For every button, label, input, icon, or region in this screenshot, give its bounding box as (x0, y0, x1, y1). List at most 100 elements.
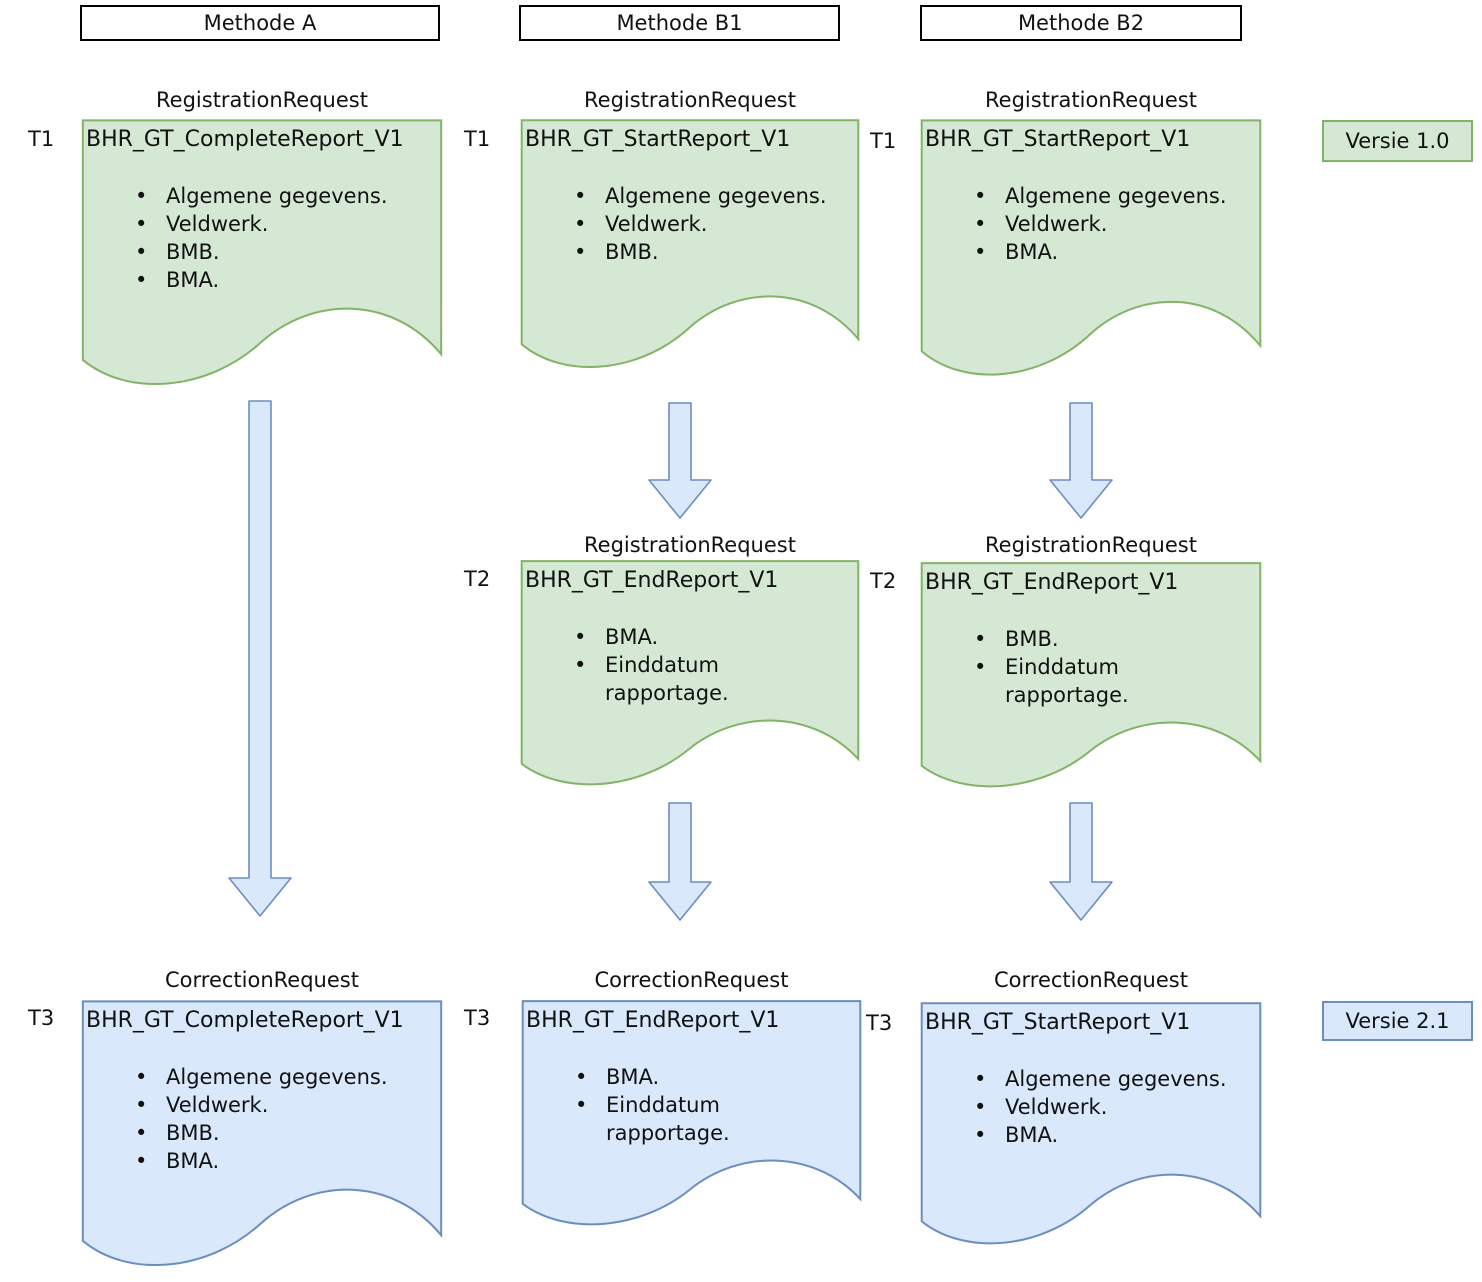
bullet-text: Veldwerk. (1005, 1095, 1108, 1119)
bullet-item: •Einddatum rapportage. (974, 653, 1262, 709)
document-a-t1: BHR_GT_CompleteReport_V1 •Algemene gegev… (81, 119, 443, 399)
request-type-label: CorrectionRequest (594, 968, 789, 992)
bullet-text: Einddatum rapportage. (1005, 655, 1129, 707)
bullet-dot-icon: • (135, 212, 148, 236)
bullet-dot-icon: • (974, 1123, 987, 1147)
bullet-dot-icon: • (574, 653, 587, 677)
flow-arrow-b1-t2-to-t3 (648, 802, 712, 922)
bullet-text: Veldwerk. (166, 1093, 269, 1117)
bullet-text: BMA. (1005, 240, 1059, 264)
bullet-item: •Veldwerk. (974, 210, 1262, 238)
bullet-dot-icon: • (574, 240, 587, 264)
bullet-item: •Algemene gegevens. (974, 1065, 1262, 1093)
document-bullets: •Algemene gegevens.•Veldwerk.•BMA. (920, 182, 1262, 266)
down-arrow-icon (648, 402, 712, 520)
document-bullets: • Algemene gegevens.•Veldwerk.•BMB. (520, 182, 860, 266)
bullet-dot-icon: • (575, 1065, 588, 1089)
column-header-methode-a: Methode A (80, 5, 440, 41)
document-a-t3: BHR_GT_CompleteReport_V1 •Algemene gegev… (81, 1000, 443, 1280)
flow-arrow-a-t1-to-t3 (228, 400, 292, 918)
bullet-item: • Einddatum rapportage. (574, 651, 860, 707)
request-type-label: CorrectionRequest (994, 968, 1188, 992)
bullet-item: • BMA. (974, 1121, 1262, 1149)
document-bullets: •Algemene gegevens.• Veldwerk.•BMB.•BMA. (81, 1063, 443, 1175)
bullet-item: •Veldwerk. (574, 210, 860, 238)
bullet-dot-icon: • (574, 625, 587, 649)
document-shape (920, 1002, 1262, 1257)
bullet-text: Einddatum rapportage. (606, 1093, 730, 1145)
bullet-dot-icon: • (135, 268, 148, 292)
bullet-item: • Einddatum rapportage. (575, 1091, 862, 1147)
bullet-text: Algemene gegevens. (166, 184, 388, 208)
request-type-label: RegistrationRequest (584, 88, 796, 112)
document-title: BHR_GT_EndReport_V1 (525, 568, 779, 593)
version-badge-1-0: Versie 1.0 (1322, 120, 1473, 162)
time-label-t1: T1 (28, 127, 55, 151)
document-shape (521, 1000, 862, 1237)
bullet-dot-icon: • (974, 212, 987, 236)
bullet-dot-icon: • (135, 1093, 148, 1117)
bullet-item: •BMA. (135, 1147, 443, 1175)
bullet-text: Algemene gegevens. (1005, 184, 1227, 208)
bullet-item: • BMA. (974, 238, 1262, 266)
request-type-label: RegistrationRequest (985, 88, 1197, 112)
document-shape (520, 560, 860, 797)
flow-arrow-b2-t1-to-t2 (1049, 402, 1113, 520)
bullet-item: • BMA. (135, 266, 443, 294)
bullet-text: Algemene gegevens. (166, 1065, 388, 1089)
document-title: BHR_GT_StartReport_V1 (925, 1010, 1191, 1035)
document-bullets: • BMA. • Einddatum rapportage. (521, 1063, 862, 1147)
down-arrow-icon (648, 802, 712, 922)
document-title: BHR_GT_CompleteReport_V1 (86, 1008, 404, 1033)
bullet-text: BMA. (166, 268, 220, 292)
document-title: BHR_GT_StartReport_V1 (525, 127, 791, 152)
bullet-text: BMB. (166, 240, 220, 264)
bullet-dot-icon: • (135, 184, 148, 208)
bullet-dot-icon: • (574, 212, 587, 236)
bullet-text: BMA. (1005, 1123, 1059, 1147)
bullet-dot-icon: • (974, 1095, 987, 1119)
bullet-item: •Veldwerk. (135, 210, 443, 238)
request-type-label: RegistrationRequest (985, 533, 1197, 557)
column-header-methode-b1: Methode B1 (519, 5, 840, 41)
bullet-text: BMA. (605, 625, 659, 649)
bullet-text: BMA. (166, 1149, 220, 1173)
down-arrow-icon (1049, 802, 1113, 922)
bullet-text: Algemene gegevens. (605, 184, 827, 208)
bullet-dot-icon: • (974, 240, 987, 264)
flow-arrow-b2-t2-to-t3 (1049, 802, 1113, 922)
document-b2-t2: BHR_GT_EndReport_V1 •BMB.•Einddatum rapp… (920, 562, 1262, 799)
flow-arrow-b1-t1-to-t2 (648, 402, 712, 520)
bullet-text: BMA. (606, 1065, 660, 1089)
document-b1-t3: BHR_GT_EndReport_V1 • BMA. • Einddatum rapp… (521, 1000, 862, 1237)
document-title: BHR_GT_EndReport_V1 (526, 1008, 780, 1033)
document-title: BHR_GT_EndReport_V1 (925, 570, 1179, 595)
time-label-t1: T1 (870, 129, 897, 153)
request-type-label: CorrectionRequest (165, 968, 359, 992)
document-bullets: •Algemene gegevens.•Veldwerk.•BMA. (920, 1065, 1262, 1149)
document-shape (81, 1000, 443, 1280)
bullet-item: •BMB. (574, 238, 860, 266)
bullet-item: • Algemene gegevens. (135, 182, 443, 210)
bullet-item: •Algemene gegevens. (135, 1063, 443, 1091)
bullet-item: • Veldwerk. (974, 1093, 1262, 1121)
time-label-t2: T2 (870, 569, 897, 593)
bullet-item: •BMB. (135, 238, 443, 266)
column-header-methode-b2: Methode B2 (920, 5, 1242, 41)
bullet-dot-icon: • (974, 1067, 987, 1091)
document-b2-t3: BHR_GT_StartReport_V1 •Algemene gegevens… (920, 1002, 1262, 1257)
bullet-item: • BMA. (574, 623, 860, 651)
document-shape (520, 119, 860, 381)
bullet-text: Einddatum rapportage. (605, 653, 729, 705)
bullet-dot-icon: • (575, 1093, 588, 1117)
bullet-item: •Algemene gegevens. (974, 182, 1262, 210)
time-label-t3: T3 (28, 1006, 55, 1030)
bullet-item: •BMB. (135, 1119, 443, 1147)
document-shape (81, 119, 443, 399)
document-bullets: • BMA. • Einddatum rapportage. (520, 623, 860, 707)
bullet-text: BMB. (166, 1121, 220, 1145)
document-b1-t1: BHR_GT_StartReport_V1 • Algemene gegevens… (520, 119, 860, 381)
time-label-t2: T2 (464, 567, 491, 591)
document-b2-t1: BHR_GT_StartReport_V1 •Algemene gegevens… (920, 119, 1262, 389)
bullet-item: •BMB. (974, 625, 1262, 653)
